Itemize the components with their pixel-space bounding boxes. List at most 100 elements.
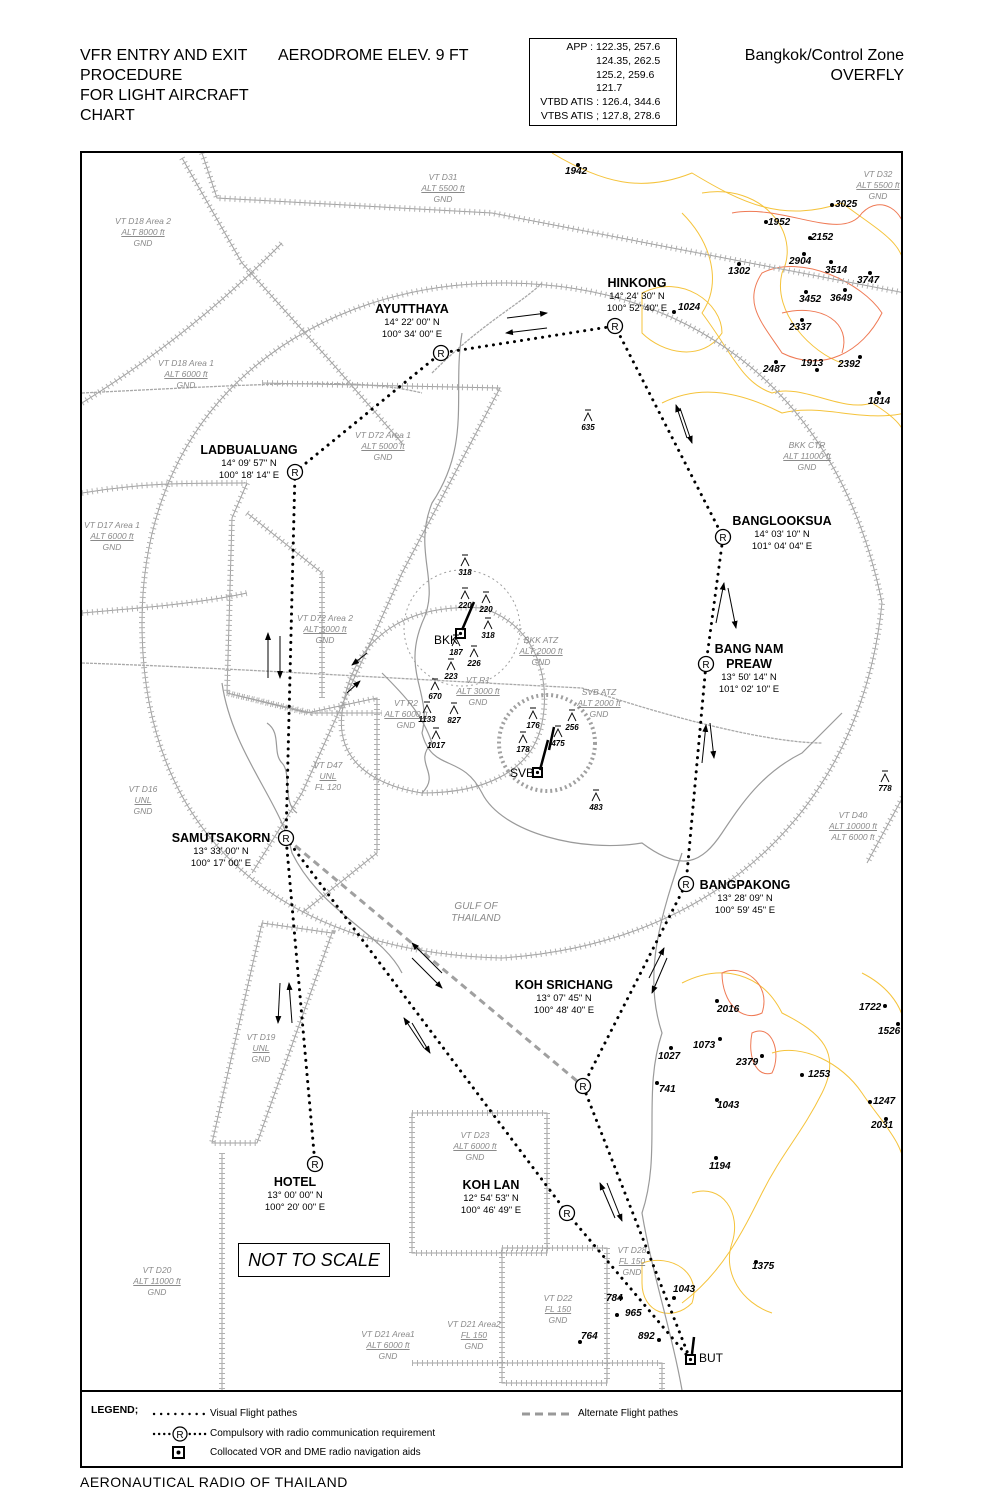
obstacle-height: 318 <box>458 568 472 577</box>
airspace-boundary-d47-hatch <box>226 690 380 916</box>
airspace-upper: ALT 10000 ft <box>828 821 878 831</box>
airspace-name: BKK CTR <box>788 440 826 450</box>
spot-elevation-dot <box>672 1296 676 1300</box>
terrain-contour <box>681 972 831 1304</box>
title-line: VFR ENTRY AND EXIT <box>80 47 248 64</box>
airspace-boundary-bkk-atz <box>403 569 521 687</box>
airspace-lower: GND <box>378 1351 398 1361</box>
spot-elevation: 1814 <box>868 396 891 407</box>
terrain-contour <box>661 391 901 417</box>
obstacle-icon <box>431 727 441 740</box>
frequency-box: APP :122.35, 257.6 124.35, 262.5 125.2, … <box>529 38 677 126</box>
waypoint-latitude: 14° 03' 10" N <box>754 529 810 540</box>
vor-dme-icon <box>172 1446 185 1459</box>
spot-elevation-dot <box>714 1156 718 1160</box>
direction-arrow <box>411 957 443 989</box>
direction-arrow <box>411 1022 431 1054</box>
airspace-lower: GND <box>176 380 196 390</box>
spot-elevation-dot <box>884 1117 888 1121</box>
compulsory-reporting-point-icon: R <box>558 1204 576 1222</box>
spot-elevation: 2337 <box>789 322 812 333</box>
compulsory-reporting-point-icon: R <box>697 655 715 673</box>
reporting-point-letter: R <box>311 1160 318 1171</box>
obstacle-height: 635 <box>581 423 595 432</box>
terrain-contour <box>721 969 765 1016</box>
reporting-point-circle <box>558 1204 576 1222</box>
reporting-point-circle <box>606 317 624 335</box>
waypoint-latitude: 14° 24' 30" N <box>609 291 665 302</box>
direction-arrow <box>599 1182 616 1219</box>
obstacle-icon <box>880 770 890 783</box>
airspace-boundary-bkk-ctr <box>141 282 883 959</box>
boundary-line <box>431 282 543 374</box>
freq-value: 122.35, 257.6 <box>596 41 661 53</box>
terrain-contour <box>771 1049 901 1154</box>
legend-vor-dme-label: Collocated VOR and DME radio navigation … <box>210 1447 421 1458</box>
obstacle-height: 223 <box>444 672 458 681</box>
runway <box>690 1336 696 1355</box>
airspace-lower: GND <box>468 697 488 707</box>
direction-arrow <box>606 1182 623 1222</box>
compulsory-reporting-point-icon: R <box>714 528 732 546</box>
spot-elevation: 892 <box>638 1331 655 1342</box>
airspace-lower: ALT 6000 ft <box>831 832 875 842</box>
freq-value: 121.7 <box>596 82 623 95</box>
waypoint-longitude: 100° 46' 49" E <box>460 1205 522 1216</box>
reporting-point-circle <box>714 528 732 546</box>
waypoint-name: KOH LAN <box>462 1178 520 1192</box>
runway <box>460 601 476 631</box>
spot-elevation: 1043 <box>717 1100 740 1111</box>
spot-elevation: 3649 <box>830 293 853 304</box>
airspace-upper: ALT 5500 ft <box>856 180 900 190</box>
compulsory-reporting-point-icon: R <box>606 317 624 335</box>
terrain-contour <box>681 212 901 429</box>
spot-elevation-dot <box>669 1046 673 1050</box>
direction-arrow <box>651 957 668 994</box>
spot-elevation-dot <box>804 290 808 294</box>
waypoint-name: HOTEL <box>273 1175 317 1189</box>
compulsory-reporting-point-icon: R <box>432 344 450 362</box>
spot-elevation: 741 <box>659 1084 676 1095</box>
airspace-name: VT D16 <box>128 784 158 794</box>
airspace-name: VT D47 <box>313 760 343 770</box>
airspace-boundary-d19 <box>211 922 333 1144</box>
reporting-point-letter: R <box>437 349 444 360</box>
spot-elevation-dot <box>829 260 833 264</box>
airspace-upper: ALT 5500 ft <box>421 183 465 193</box>
spot-elevation: 2487 <box>763 364 786 375</box>
spot-elevation-dot <box>896 1022 900 1026</box>
airspace-boundary-d18-area1-hatch <box>82 240 285 406</box>
airspace-upper: ALT 6000 ft <box>366 1340 410 1350</box>
obstacle-height: 220 <box>479 605 493 614</box>
waypoint-latitude: 14° 22' 00" N <box>384 317 440 328</box>
airspace-upper: ALT 11000 ft <box>783 451 831 461</box>
freq-value: 125.2, 259.6 <box>596 68 655 81</box>
airspace-upper: FL 150 <box>460 1330 488 1340</box>
obstacle-height: 483 <box>589 803 603 812</box>
airspace-lower: GND <box>396 720 416 730</box>
direction-arrow <box>286 982 293 1024</box>
airspace-lower: GND <box>433 194 453 204</box>
airspace-name: BKK ATZ <box>523 635 559 645</box>
airspace-lower: GND <box>373 452 393 462</box>
airspace-lower: GND <box>622 1267 642 1277</box>
waypoint-name: BANG NAM <box>714 642 784 656</box>
airspace-name: VT D32 <box>863 169 893 179</box>
airspace-boundary-vt-r1-hatch <box>338 604 548 797</box>
airspace-upper: ALT 5000 ft <box>303 624 347 634</box>
legend-visual-label: Visual Flight pathes <box>210 1408 298 1419</box>
spot-elevation: 1043 <box>673 1284 696 1295</box>
airspace-lower: FL 120 <box>314 782 342 792</box>
airspace-boundary-d23-hatch <box>409 1110 550 1256</box>
obstacle-height: 178 <box>516 745 530 754</box>
spot-elevation: 1073 <box>693 1040 716 1051</box>
airspace-upper: ALT 2000 ft <box>577 698 621 708</box>
alternate-flight-path <box>285 836 584 1088</box>
